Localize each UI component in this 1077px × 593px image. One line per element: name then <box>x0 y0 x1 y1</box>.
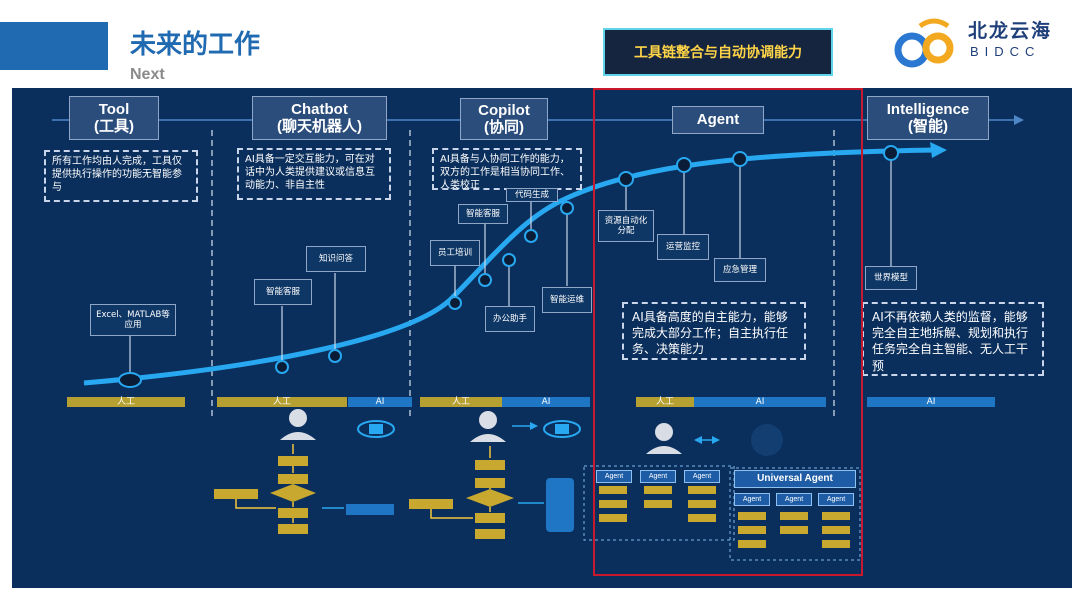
user-head-icon <box>289 409 307 427</box>
ai-brain-icon <box>751 424 783 456</box>
band-human-copilot: 人工 <box>420 397 502 407</box>
agent-tag-2: Agent <box>640 470 676 483</box>
stage-tool-name: Tool <box>98 100 130 118</box>
stage-copilot-name: Copilot <box>478 101 530 119</box>
page-title: 未来的工作 <box>130 30 261 60</box>
user-head-icon-3 <box>655 423 673 441</box>
stage-intelligence: Intelligence (智能) <box>867 96 989 140</box>
ai-chip-icon <box>357 420 395 438</box>
node-resource: 资源自动化分配 <box>598 210 654 242</box>
node-excel: Excel、MATLAB等应用 <box>90 304 176 336</box>
stage-agent: Agent <box>672 106 764 134</box>
stage-copilot: Copilot (协同) <box>460 98 548 140</box>
desc-agent: AI具备高度的自主能力，能够完成大部分工作；自主执行任务、决策能力 <box>622 302 806 360</box>
node-codegen: 代码生成 <box>506 188 558 202</box>
node-monitor: 运营监控 <box>657 234 709 260</box>
growth-curve <box>83 147 938 386</box>
band-ai-chatbot: AI <box>348 397 412 407</box>
evolution-panel: Tool (工具) Chatbot (聊天机器人) Copilot (协同) A… <box>12 88 1072 588</box>
evolution-diagram <box>52 115 1024 561</box>
title-accent-bar <box>0 22 108 70</box>
agent-tag-1: Agent <box>596 470 632 483</box>
desc-tool: 所有工作均由人完成，工具仅提供执行操作的功能无智能参与 <box>44 150 198 202</box>
node-cs-copilot: 智能客服 <box>458 204 508 224</box>
chatbot-workflow <box>214 409 395 534</box>
stage-chatbot-cn: (聊天机器人) <box>277 118 362 135</box>
stage-intelligence-cn: (智能) <box>908 118 948 135</box>
highlight-callout: 工具链整合与自动协调能力 <box>603 28 833 76</box>
stage-chatbot: Chatbot (聊天机器人) <box>252 96 387 140</box>
agent-tag-5: Agent <box>776 493 812 506</box>
band-ai-agent: AI <box>694 397 826 407</box>
band-ai-intelligence: AI <box>867 397 995 407</box>
stage-tool-cn: (工具) <box>94 118 134 135</box>
node-cs-chatbot: 智能客服 <box>254 279 312 305</box>
universal-agent-title: Universal Agent <box>734 470 856 488</box>
agent-tag-4: Agent <box>734 493 770 506</box>
desc-intelligence: AI不再依赖人类的监督，能够完全自主地拆解、规划和执行任务完全自主智能、无人工干… <box>862 302 1044 376</box>
ai-chip-icon-2 <box>543 420 581 438</box>
curve-arrow-icon <box>930 142 947 158</box>
logo-english-name: BIDCC <box>970 44 1041 59</box>
user-body-icon <box>280 432 316 440</box>
band-ai-copilot: AI <box>502 397 590 407</box>
stage-tool: Tool (工具) <box>69 96 159 140</box>
desc-copilot: AI具备与人协同工作的能力，双方的工作是相当协同工作、人类校正 <box>432 148 582 191</box>
stage-chatbot-name: Chatbot <box>291 100 348 118</box>
curve-nodes <box>118 145 899 388</box>
page-subtitle: Next <box>130 66 165 83</box>
node-office: 办公助手 <box>485 306 535 332</box>
band-human-chatbot: 人工 <box>217 397 347 407</box>
stage-copilot-cn: (协同) <box>484 119 524 136</box>
desc-chatbot: AI具备一定交互能力，可在对话中为人类提供建议或信息互动能力、非自主性 <box>237 148 391 200</box>
node-training: 员工培训 <box>430 240 480 266</box>
logo-chinese-name: 北龙云海 <box>968 20 1053 42</box>
agent-tag-3: Agent <box>684 470 720 483</box>
stage-agent-name: Agent <box>696 111 740 129</box>
user-head-icon-2 <box>479 411 497 429</box>
bidcc-logo-icon <box>894 18 954 68</box>
agent-workflow <box>583 423 861 561</box>
node-qa: 知识问答 <box>306 246 366 272</box>
stage-intelligence-name: Intelligence <box>886 100 970 118</box>
band-human-tool: 人工 <box>67 397 185 407</box>
agent-tag-6: Agent <box>818 493 854 506</box>
copilot-workflow <box>409 411 581 539</box>
node-emergency: 应急管理 <box>714 258 766 282</box>
node-ops: 智能运维 <box>542 287 592 313</box>
band-human-agent: 人工 <box>636 397 694 407</box>
node-world: 世界模型 <box>865 266 917 290</box>
timeline-arrow-icon <box>1014 115 1024 125</box>
